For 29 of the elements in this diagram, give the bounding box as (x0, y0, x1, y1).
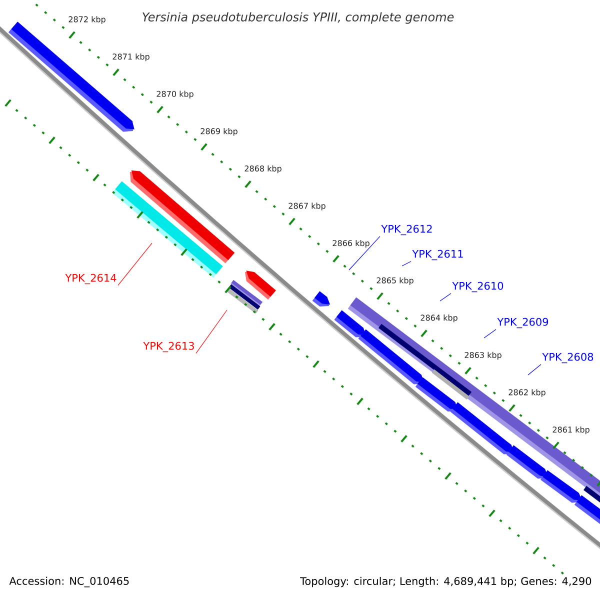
leader-line (348, 236, 380, 270)
leader-line (118, 242, 152, 286)
accession-note: Accession: NC_010465 (9, 576, 129, 588)
tick-label: 2867 kbp (288, 202, 326, 210)
tick-label: 2872 kbp (68, 16, 106, 24)
tick-label: 2863 kbp (464, 352, 502, 360)
gene-label: YPK_2614 (65, 274, 116, 284)
gene-label: YPK_2612 (381, 224, 432, 236)
tick-label: 2871 kbp (112, 53, 150, 62)
gene-label: YPK_2611 (412, 250, 463, 260)
tick-label: 2866 kbp (332, 240, 370, 248)
tick-label: 2865 kbp (376, 277, 414, 285)
gene-label: YPK_2613 (143, 342, 194, 352)
tick-label: 2864 kbp (420, 314, 458, 322)
gene-label: YPK_2608 (542, 352, 594, 364)
title: Yersinia pseudotuberculosis YPIII, complete genome (142, 12, 454, 24)
leader-line (196, 310, 228, 354)
genome-stats-note: Topology: circular; Length: 4,689,441 bp; Genes: 4,290 (300, 576, 592, 588)
leader-line (528, 364, 542, 376)
leader-line (402, 261, 412, 266)
tick-label: 2870 kbp (156, 90, 194, 98)
gene-label: YPK_2610 (452, 282, 504, 292)
gene-label: YPK_2609 (497, 318, 548, 328)
tick-label: 2869 kbp (200, 128, 238, 136)
tick-label: 2868 kbp (244, 165, 282, 174)
tick-label: 2862 kbp (508, 389, 546, 397)
leader-line (484, 329, 496, 338)
tick-label: 2861 kbp (552, 426, 590, 434)
leader-line (440, 293, 452, 302)
